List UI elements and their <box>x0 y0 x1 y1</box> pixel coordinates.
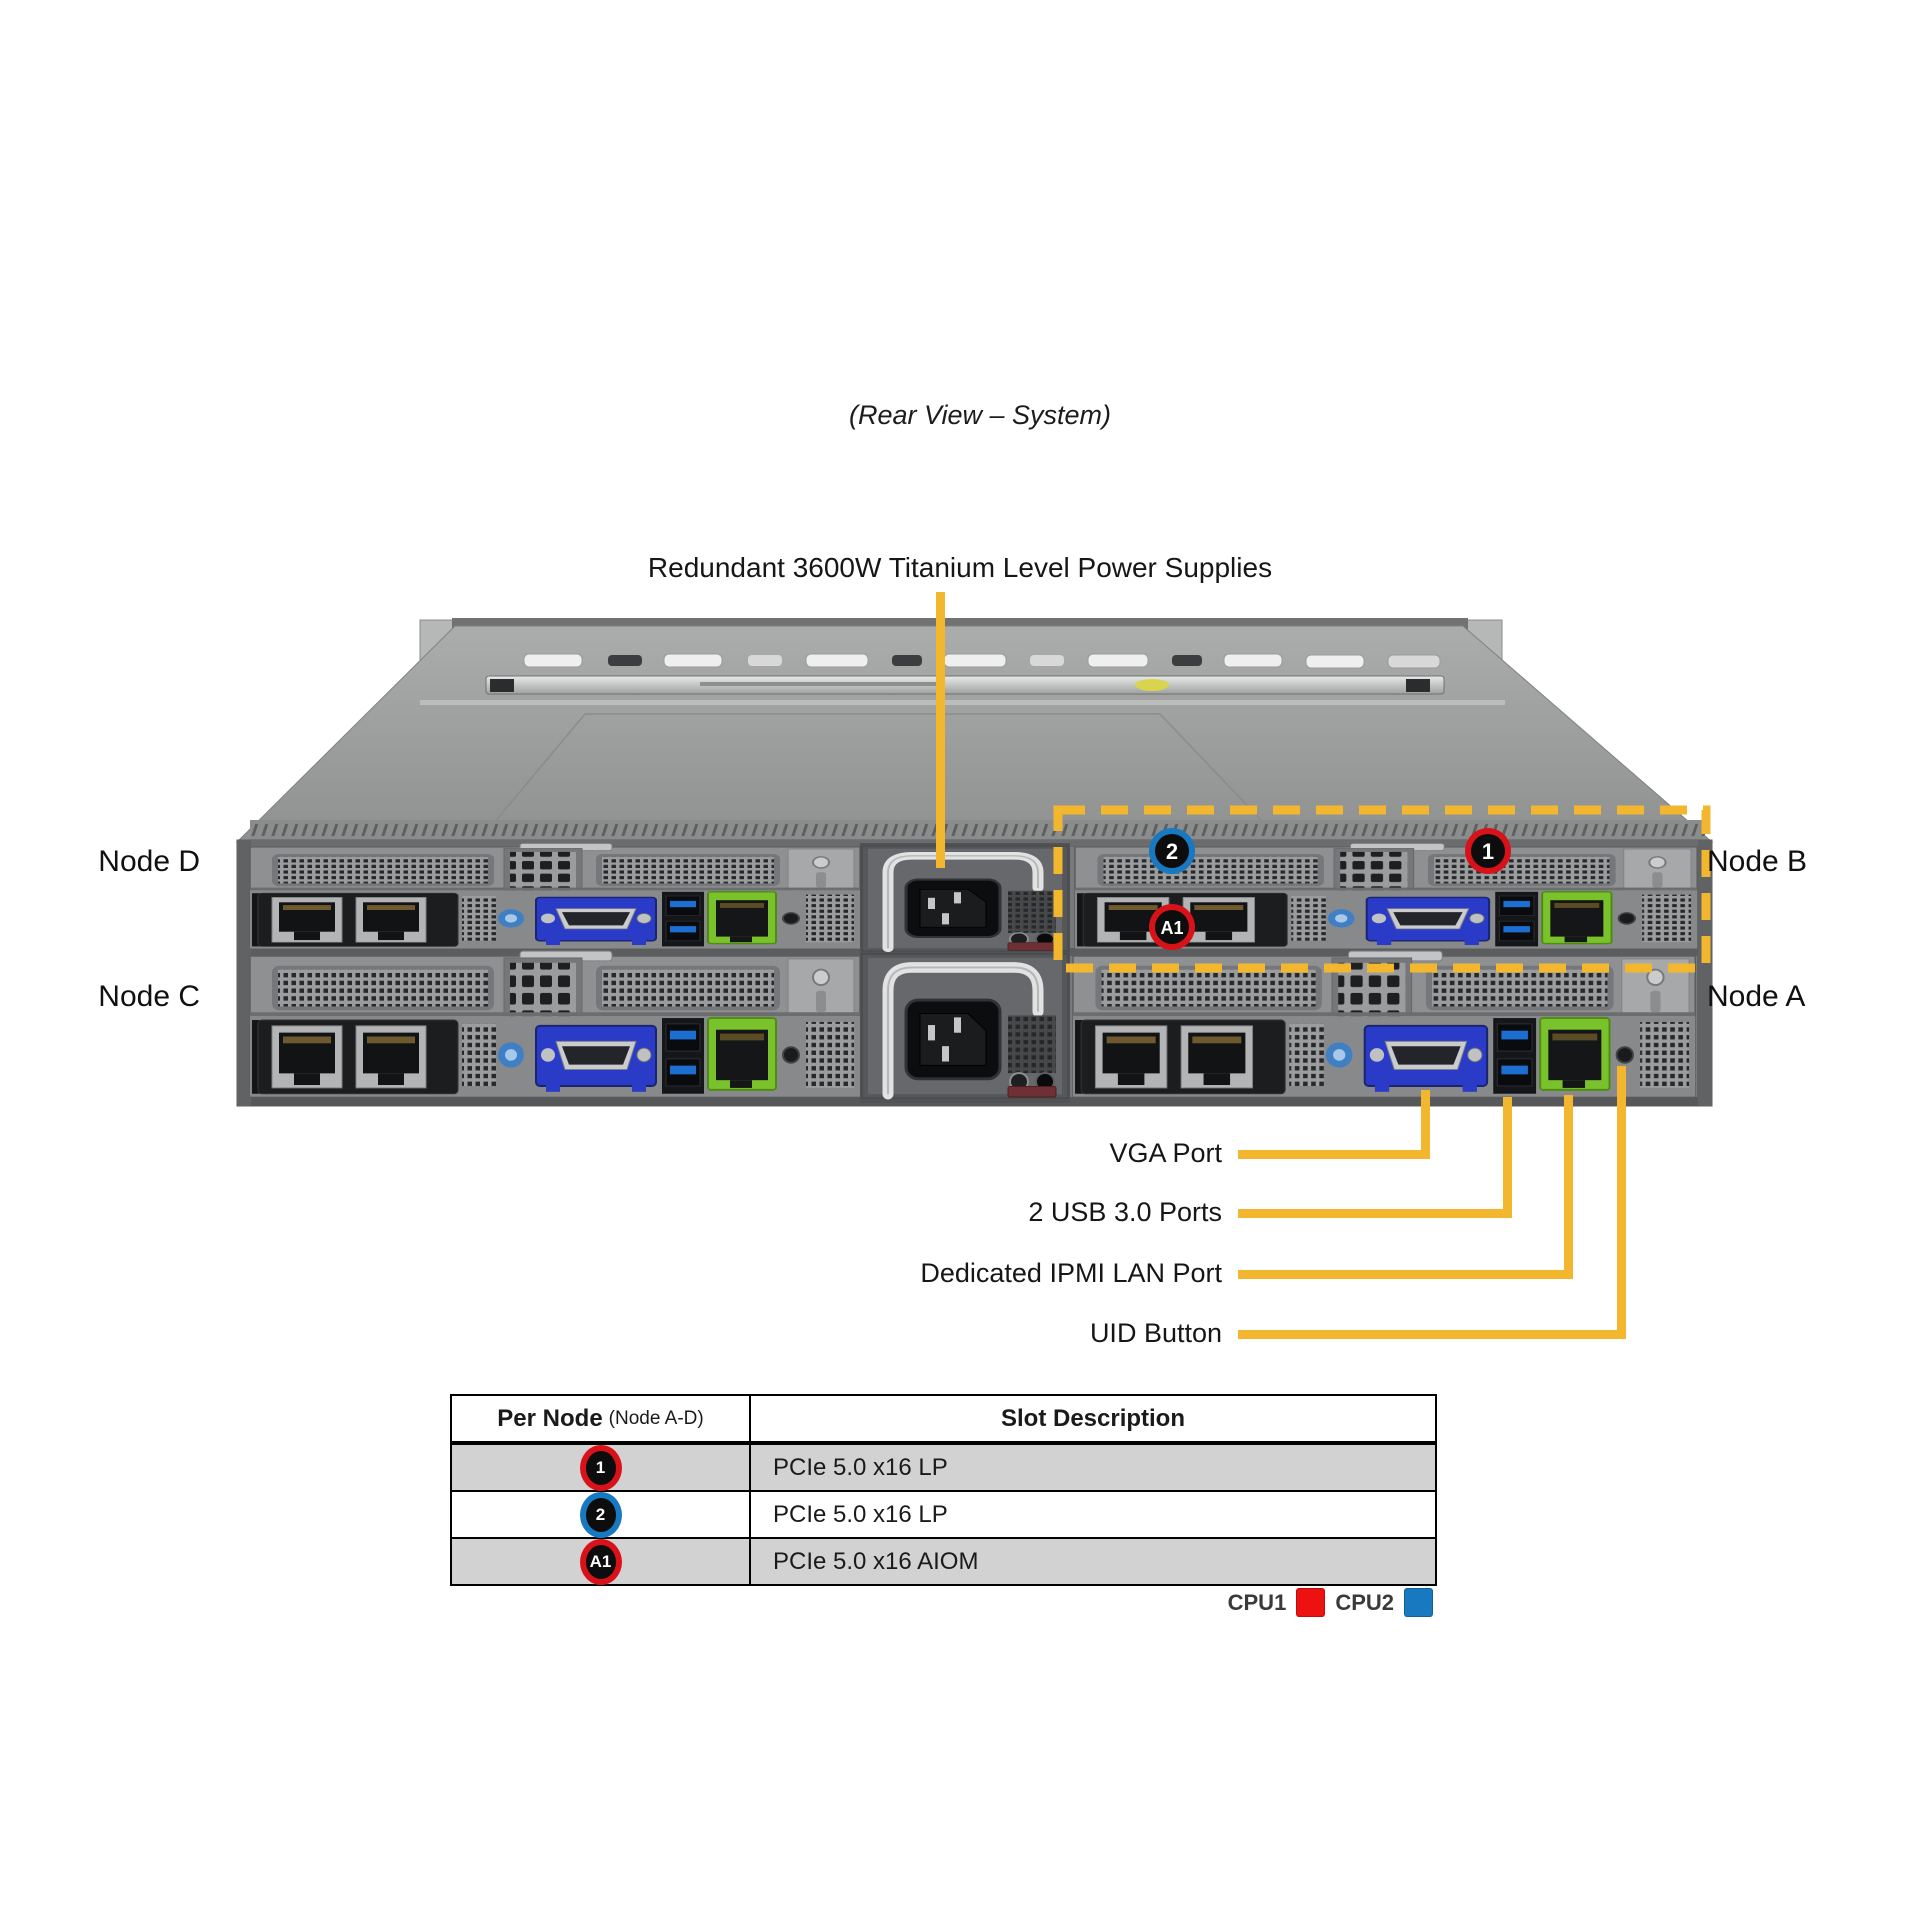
node-d-label: Node D <box>98 845 200 878</box>
slot-badge-1: 1 <box>1465 828 1511 874</box>
per-node-header: Per Node <box>497 1404 603 1432</box>
node-c-panel <box>249 950 861 1098</box>
svg-text:A1: A1 <box>1160 918 1183 938</box>
slot-badge-2: 2 <box>1149 828 1195 874</box>
top-slot-cutouts <box>523 653 1441 669</box>
slot-badge-a1: A1 <box>1149 904 1195 950</box>
cpu2-color-swatch <box>1404 1588 1433 1617</box>
node-b-highlight-box <box>1053 805 1711 973</box>
cpu-legend: CPU1 CPU2 <box>1133 1588 1433 1617</box>
uid-leader-h <box>1238 1330 1626 1339</box>
usb-leader-h <box>1238 1209 1512 1218</box>
uid-leader-v <box>1617 1066 1626 1339</box>
psu-callout-line <box>936 592 945 868</box>
ipmi-leader-h <box>1238 1270 1573 1279</box>
ipmi-lan-port-label: Dedicated IPMI LAN Port <box>920 1258 1222 1288</box>
slot-1-description: PCIe 5.0 x16 LP <box>773 1453 948 1481</box>
psu-bottom <box>862 954 1068 1098</box>
slot-2-description: PCIe 5.0 x16 LP <box>773 1500 948 1528</box>
table-row: 2 PCIe 5.0 x16 LP <box>452 1490 1435 1538</box>
cpu1-color-swatch <box>1296 1588 1326 1617</box>
chassis-rear-panel <box>236 839 1713 1107</box>
table-row: A1 PCIe 5.0 x16 AIOM <box>452 1537 1435 1585</box>
psu-top <box>862 846 1068 951</box>
ipmi-leader-v <box>1564 1095 1573 1279</box>
usb-ports-label: 2 USB 3.0 Ports <box>1028 1197 1222 1227</box>
svg-text:1: 1 <box>1482 839 1494 864</box>
vga-leader-v <box>1421 1090 1430 1159</box>
vga-port-label: VGA Port <box>1109 1138 1222 1168</box>
psu-callout-label: Redundant 3600W Titanium Level Power Sup… <box>647 552 1273 583</box>
table-badge-a1: A1 <box>579 1538 622 1585</box>
vga-leader-h <box>1238 1150 1430 1159</box>
usb-leader-v <box>1503 1097 1512 1218</box>
node-b-label: Node B <box>1707 845 1808 878</box>
slot-a1-description: PCIe 5.0 x16 AIOM <box>773 1547 979 1575</box>
node-a-panel <box>1071 950 1697 1098</box>
slot-description-table: Per Node (Node A-D) Slot Description 1 P… <box>450 1394 1437 1586</box>
top-rail-bar <box>485 675 1445 695</box>
node-c-label: Node C <box>98 980 200 1013</box>
figure-title: (Rear View – System) <box>848 400 1112 430</box>
uid-button-label: UID Button <box>1089 1318 1222 1348</box>
cpu1-legend-label: CPU1 <box>1227 1589 1287 1615</box>
node-d-panel <box>249 842 861 950</box>
slot-description-header: Slot Description <box>1000 1404 1186 1432</box>
node-a-label: Node A <box>1707 980 1806 1013</box>
table-badge-1: 1 <box>579 1444 622 1491</box>
table-badge-2: 2 <box>579 1491 622 1538</box>
cpu2-legend-label: CPU2 <box>1335 1589 1394 1615</box>
table-header-row: Per Node (Node A-D) Slot Description <box>452 1396 1435 1443</box>
rail-sticker <box>1135 679 1169 691</box>
per-node-subheader: (Node A-D) <box>608 1407 704 1429</box>
table-row: 1 PCIe 5.0 x16 LP <box>452 1443 1435 1491</box>
svg-text:2: 2 <box>1166 839 1178 864</box>
annotations: 2 1 A1 <box>936 592 1711 1339</box>
